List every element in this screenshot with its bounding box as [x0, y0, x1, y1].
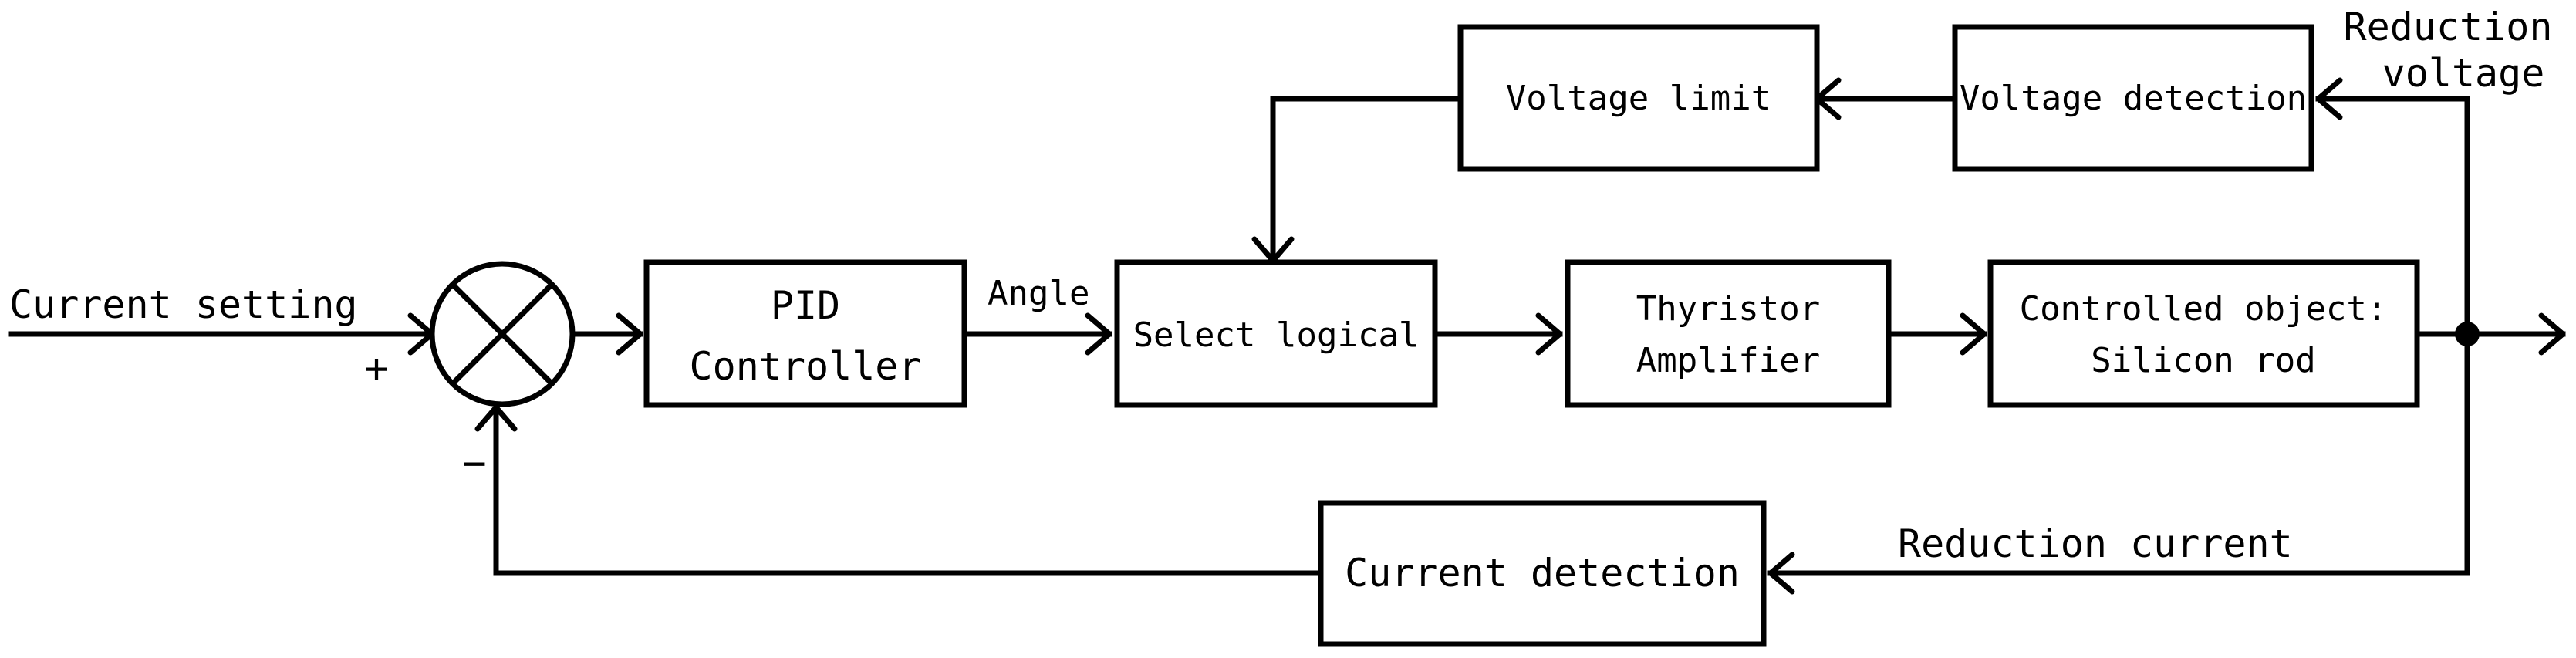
block-select-line-1: Select logical [1133, 316, 1420, 355]
block-pid-line-2: Controller [689, 344, 921, 389]
block-current-detection: Current detection [1318, 500, 1767, 647]
label-reduction-voltage-line-1: Reduction [2344, 5, 2553, 49]
block-voltage-limit-line-1: Voltage limit [1506, 79, 1771, 118]
summing-junction [429, 261, 576, 407]
line-voltage-feedback [2315, 96, 2470, 337]
arrowhead-to-pid [616, 312, 643, 356]
arrowhead-output [2538, 312, 2566, 356]
label-reduction-voltage-line-2: voltage [2382, 51, 2545, 96]
arrowhead-to-select [1085, 312, 1112, 356]
block-voltage-limit: Voltage limit [1457, 24, 1820, 172]
line-current-feedback [1767, 331, 2470, 576]
block-pid-line-1: PID [771, 283, 840, 328]
arrowhead-to-thyristor [1535, 312, 1563, 356]
arrowhead-to-voltage-detection [2315, 77, 2343, 120]
block-controlled-object: Controlled object: Silicon rod [1987, 259, 2420, 408]
block-select-logical: Select logical [1114, 259, 1438, 408]
arrowhead-to-sum-bottom [474, 404, 518, 432]
block-pid-controller: PID Controller [643, 259, 967, 408]
block-thyristor-line-2: Amplifier [1636, 341, 1820, 380]
junction-dot [2455, 322, 2480, 346]
block-controlled-line-1: Controlled object: [2020, 289, 2388, 329]
label-reduction-current: Reduction current [1898, 521, 2293, 566]
block-voltage-detection-line-1: Voltage detection [1960, 79, 2307, 118]
label-plus-sign: + [364, 346, 388, 392]
arrowhead-to-current-detection [1767, 552, 1795, 595]
block-voltage-detection: Voltage detection [1952, 24, 2314, 172]
label-minus-sign: − [462, 440, 486, 487]
block-current-detection-line-1: Current detection [1345, 551, 1740, 596]
block-thyristor-amplifier: Thyristor Amplifier [1565, 259, 1892, 408]
line-vlimit-to-select [1270, 96, 1464, 264]
summing-junction-cross-b [449, 281, 555, 387]
block-thyristor-line-1: Thyristor [1636, 289, 1820, 329]
arrowhead-to-controlled [1960, 312, 1987, 356]
line-cdet-to-sum [493, 404, 1324, 576]
arrowheads [407, 77, 2566, 595]
signal-lines [8, 96, 2566, 576]
label-angle: Angle [988, 274, 1089, 313]
signal-labels: Current setting + − Angle Reduction volt… [9, 5, 2552, 566]
label-current-setting: Current setting [9, 282, 358, 327]
block-controlled-line-2: Silicon rod [2091, 341, 2315, 380]
